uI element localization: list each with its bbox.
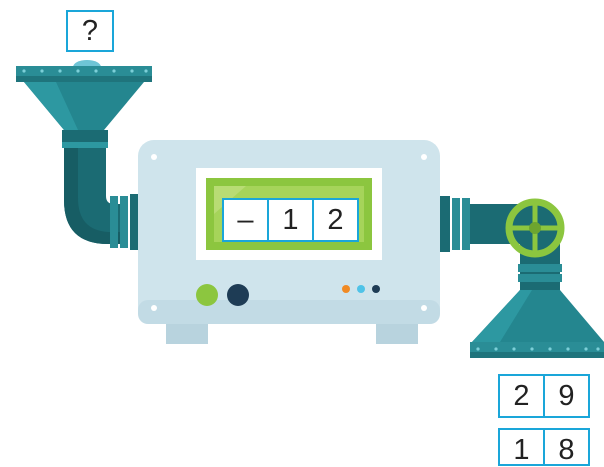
output-box-1-digit-2: 9 xyxy=(543,374,590,418)
green-button xyxy=(196,284,218,306)
display-digit-3: 2 xyxy=(312,198,359,242)
display-digit-1-text: – xyxy=(237,204,253,237)
output-box-1-digit-1-text: 2 xyxy=(513,380,529,413)
blue-light xyxy=(357,285,365,293)
navy-button xyxy=(227,284,249,306)
input-box-label: ? xyxy=(82,15,98,48)
output-box-2-digit-1: 1 xyxy=(498,428,545,466)
navy-light xyxy=(372,285,380,293)
input-pipe xyxy=(64,148,139,250)
output-box-2-digit-1-text: 1 xyxy=(513,434,529,467)
display-digit-3-text: 2 xyxy=(327,204,343,237)
display-digit-2-text: 1 xyxy=(282,204,298,237)
output-box-2-digit-2: 8 xyxy=(543,428,590,466)
output-box-2-digit-2-text: 8 xyxy=(558,434,574,467)
input-funnel xyxy=(16,60,152,148)
output-box-1-digit-1: 2 xyxy=(498,374,545,418)
display-digit-1: – xyxy=(222,198,269,242)
input-box: ? xyxy=(66,10,114,52)
valve-wheel-icon xyxy=(509,202,561,254)
output-funnel xyxy=(470,290,604,358)
output-pipe xyxy=(440,196,562,290)
output-box-1-digit-2-text: 9 xyxy=(558,380,574,413)
orange-light xyxy=(342,285,350,293)
display-digit-2: 1 xyxy=(267,198,314,242)
